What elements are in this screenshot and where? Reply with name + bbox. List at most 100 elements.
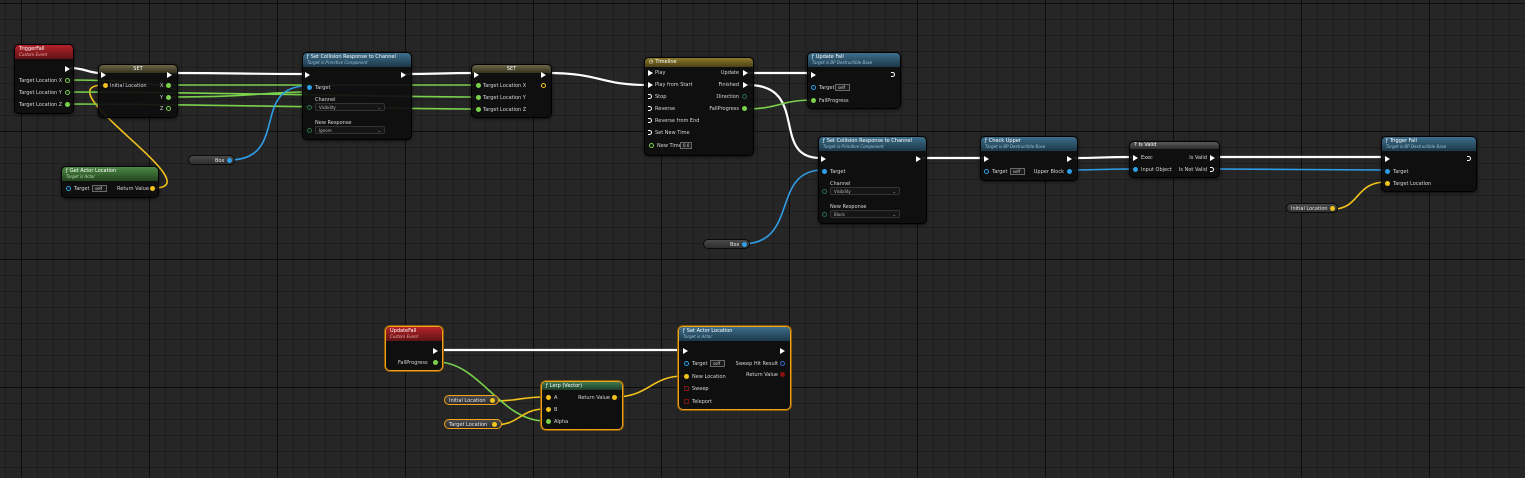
is-valid-node[interactable]: ?Is Valid Exec Input Object Is Valid Is … bbox=[1129, 141, 1220, 178]
exec-out-pin[interactable] bbox=[743, 82, 748, 88]
float-out-pin[interactable] bbox=[742, 106, 747, 111]
object-in-pin[interactable] bbox=[66, 186, 71, 191]
exec-in-pin[interactable] bbox=[305, 72, 310, 78]
float-out-pin[interactable] bbox=[65, 102, 70, 107]
float-in-pin[interactable] bbox=[649, 143, 654, 148]
float-in-pin[interactable] bbox=[811, 98, 816, 103]
initial-location-variable[interactable]: Initial Location bbox=[1286, 203, 1338, 213]
set-node[interactable]: SET Initial Location X Y Z bbox=[98, 64, 178, 118]
box-variable[interactable]: Box bbox=[188, 155, 235, 165]
float-out-pin[interactable] bbox=[166, 106, 171, 111]
vector-out-pin[interactable] bbox=[490, 398, 495, 403]
exec-out-pin[interactable] bbox=[916, 156, 921, 162]
exec-in-pin[interactable] bbox=[474, 72, 479, 78]
vector-in-pin[interactable] bbox=[103, 83, 108, 88]
exec-in-pin[interactable] bbox=[683, 348, 688, 354]
float-out-pin[interactable] bbox=[433, 360, 438, 365]
exec-in-pin[interactable] bbox=[1133, 155, 1138, 161]
exec-in-pin[interactable] bbox=[1385, 156, 1390, 162]
response-dropdown[interactable]: Block⌄ bbox=[830, 210, 900, 218]
enum-out-pin[interactable] bbox=[742, 94, 747, 99]
exec-out-pin[interactable] bbox=[433, 348, 438, 354]
float-out-pin[interactable] bbox=[65, 78, 70, 83]
exec-in-pin[interactable] bbox=[821, 156, 826, 162]
exec-out-pin[interactable] bbox=[891, 72, 895, 77]
vector-out-pin[interactable] bbox=[492, 422, 497, 427]
float-out-pin[interactable] bbox=[65, 90, 70, 95]
object-in-pin[interactable] bbox=[684, 361, 689, 366]
enum-in-pin[interactable] bbox=[822, 212, 827, 217]
vector-in-pin[interactable] bbox=[1385, 181, 1390, 186]
exec-out-pin[interactable] bbox=[1467, 156, 1471, 161]
float-in-pin[interactable] bbox=[546, 419, 551, 424]
sweep-checkbox[interactable] bbox=[684, 386, 689, 391]
new-time-field[interactable]: 0.0 bbox=[680, 142, 692, 149]
self-field[interactable]: self bbox=[710, 360, 725, 367]
initial-location-variable[interactable]: Initial Location bbox=[444, 395, 499, 405]
channel-dropdown[interactable]: Visibility⌄ bbox=[315, 103, 385, 111]
vector-in-pin[interactable] bbox=[684, 374, 689, 379]
float-in-pin[interactable] bbox=[476, 95, 481, 100]
response-dropdown[interactable]: Ignore⌄ bbox=[315, 126, 385, 134]
channel-dropdown[interactable]: Visibility⌄ bbox=[830, 187, 900, 195]
target-location-variable[interactable]: Target Location bbox=[444, 419, 502, 429]
vector-out-pin[interactable] bbox=[1330, 206, 1335, 211]
float-in-pin[interactable] bbox=[476, 107, 481, 112]
exec-in-pin[interactable] bbox=[648, 118, 652, 123]
enum-in-pin[interactable] bbox=[822, 189, 827, 194]
exec-out-pin[interactable] bbox=[1210, 155, 1215, 161]
timeline-node[interactable]: ◷Timeline Play Play from Start Stop Reve… bbox=[644, 57, 754, 156]
object-out-pin[interactable] bbox=[227, 158, 232, 163]
object-out-pin[interactable] bbox=[1067, 169, 1072, 174]
struct-out-pin[interactable] bbox=[780, 361, 785, 366]
exec-out-pin[interactable] bbox=[743, 70, 748, 76]
teleport-checkbox[interactable] bbox=[684, 399, 689, 404]
vector-out-pin[interactable] bbox=[541, 83, 546, 88]
set-node[interactable]: SET Target Location X Target Location Y … bbox=[471, 64, 552, 118]
enum-in-pin[interactable] bbox=[307, 105, 312, 110]
object-in-pin[interactable] bbox=[984, 169, 989, 174]
exec-out-pin[interactable] bbox=[167, 72, 172, 78]
exec-in-pin[interactable] bbox=[648, 106, 652, 111]
object-in-pin[interactable] bbox=[1385, 169, 1390, 174]
float-in-pin[interactable] bbox=[476, 83, 481, 88]
vector-out-pin[interactable] bbox=[150, 186, 155, 191]
object-out-pin[interactable] bbox=[742, 242, 747, 247]
object-in-pin[interactable] bbox=[307, 85, 312, 90]
exec-in-pin[interactable] bbox=[648, 94, 652, 99]
vector-out-pin[interactable] bbox=[612, 395, 617, 400]
self-field[interactable]: self bbox=[92, 185, 107, 192]
exec-in-pin[interactable] bbox=[648, 82, 653, 88]
object-in-pin[interactable] bbox=[822, 169, 827, 174]
exec-in-pin[interactable] bbox=[984, 156, 989, 162]
object-in-pin[interactable] bbox=[1133, 167, 1138, 172]
exec-in-pin[interactable] bbox=[648, 70, 653, 76]
box-variable[interactable]: Box bbox=[703, 239, 750, 249]
float-out-pin[interactable] bbox=[166, 95, 171, 100]
exec-in-pin[interactable] bbox=[101, 72, 106, 78]
self-field[interactable]: self bbox=[1010, 168, 1025, 175]
exec-out-pin[interactable] bbox=[1210, 167, 1214, 172]
vector-in-pin[interactable] bbox=[546, 395, 551, 400]
exec-out-pin[interactable] bbox=[401, 72, 406, 78]
object-in-pin[interactable] bbox=[811, 85, 816, 90]
exec-in-pin[interactable] bbox=[811, 72, 816, 78]
exec-out-pin[interactable] bbox=[541, 72, 546, 78]
self-field[interactable]: self bbox=[835, 84, 850, 91]
bool-out-pin[interactable] bbox=[780, 372, 785, 377]
exec-out-pin[interactable] bbox=[65, 66, 70, 72]
exec-in-pin[interactable] bbox=[648, 130, 652, 135]
exec-out-pin[interactable] bbox=[780, 348, 785, 354]
vector-in-pin[interactable] bbox=[546, 407, 551, 412]
float-out-pin[interactable] bbox=[166, 83, 171, 88]
